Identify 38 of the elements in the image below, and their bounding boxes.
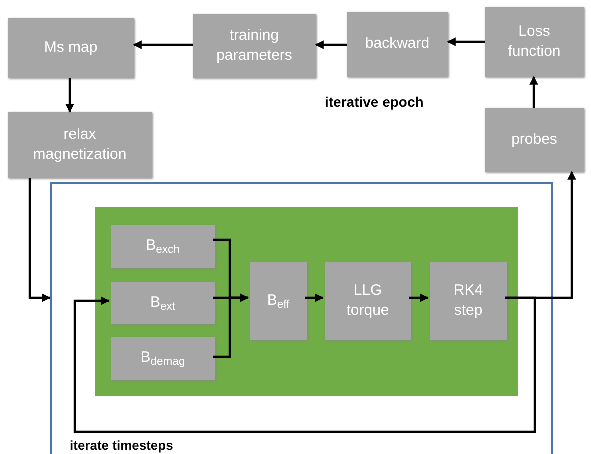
arrow bbox=[74, 296, 536, 434]
process-box bbox=[111, 225, 215, 268]
box-label: Ms map bbox=[44, 38, 98, 58]
arrow bbox=[133, 40, 193, 50]
process-box bbox=[347, 12, 448, 77]
group-frame bbox=[50, 182, 553, 454]
box-label: B$_{ext}$ bbox=[150, 292, 176, 314]
process-box bbox=[250, 262, 307, 340]
arrow bbox=[315, 40, 347, 50]
box-label: B$_{exch}$ bbox=[146, 236, 180, 257]
arrow bbox=[530, 76, 538, 108]
process-box bbox=[430, 262, 507, 340]
arrow bbox=[28, 178, 51, 302]
loop-label: iterative epoch bbox=[325, 93, 424, 112]
process-box bbox=[325, 262, 411, 340]
process-box bbox=[8, 18, 134, 78]
box-label: backward bbox=[365, 34, 430, 54]
process-box bbox=[8, 112, 152, 178]
arrow bbox=[305, 294, 324, 302]
box-label: B$_{demag}$ bbox=[140, 348, 186, 369]
box-label: probes bbox=[512, 130, 558, 150]
process-box bbox=[485, 108, 584, 172]
box-label: relax magnetization bbox=[32, 124, 128, 165]
process-box bbox=[111, 282, 215, 324]
box-label: RK4 step bbox=[452, 280, 484, 321]
process-box bbox=[485, 7, 584, 77]
box-label: training parameters bbox=[216, 26, 294, 66]
arrow bbox=[66, 78, 74, 113]
box-label: Loss function bbox=[507, 22, 562, 62]
box-label: B$_{eff}$ bbox=[267, 290, 290, 312]
process-box bbox=[193, 14, 316, 78]
arrow bbox=[447, 38, 485, 46]
arrow bbox=[409, 294, 429, 302]
arrow bbox=[213, 294, 249, 358]
process-box bbox=[111, 337, 215, 380]
group-title: iterate timesteps bbox=[70, 437, 174, 454]
panel-background bbox=[95, 207, 518, 396]
box-label: LLG torque bbox=[346, 280, 390, 321]
